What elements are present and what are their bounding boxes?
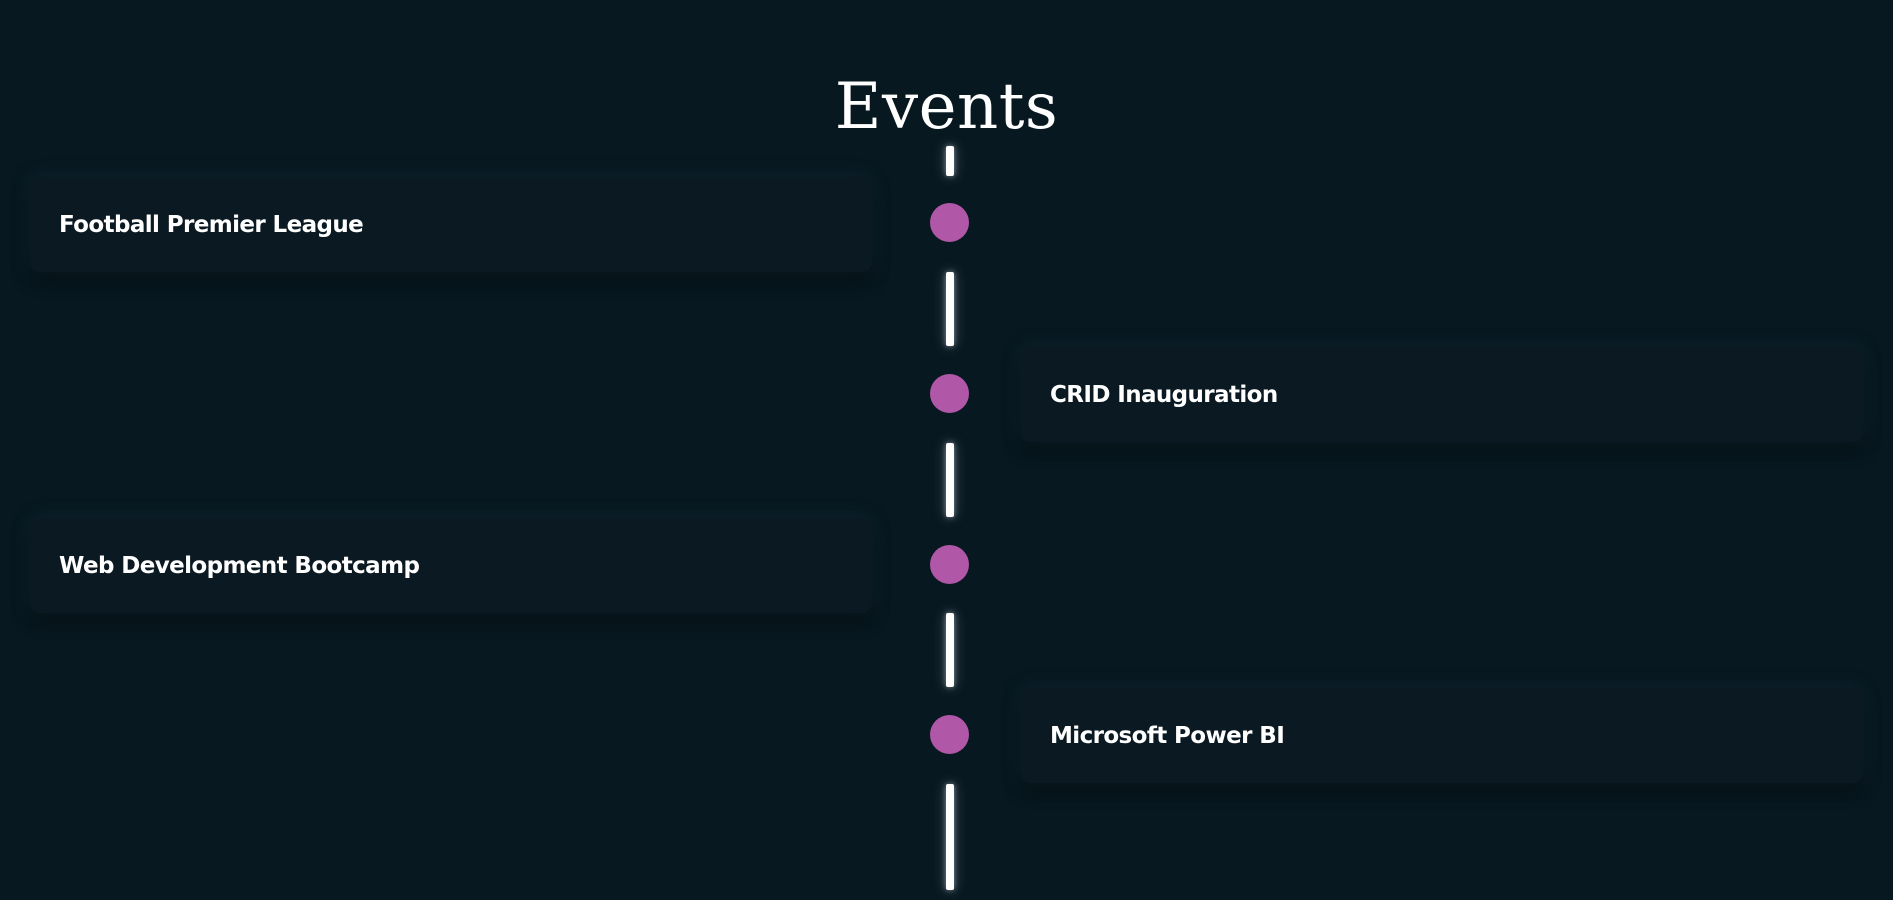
event-card-microsoft-power-bi[interactable]: Microsoft Power BI [1021, 688, 1863, 783]
timeline-line-segment [946, 146, 954, 176]
timeline-dot [930, 545, 969, 584]
timeline-dot [930, 374, 969, 413]
timeline-dot [930, 715, 969, 754]
timeline-line-segment [946, 443, 954, 517]
event-title: Football Premier League [59, 211, 364, 238]
event-card-crid-inauguration[interactable]: CRID Inauguration [1021, 347, 1863, 442]
timeline-line-segment [946, 613, 954, 687]
event-card-football-premier-league[interactable]: Football Premier League [30, 177, 872, 272]
event-title: CRID Inauguration [1050, 381, 1278, 408]
timeline-line-segment [946, 272, 954, 346]
event-title: Web Development Bootcamp [59, 552, 420, 579]
page-title: Events [834, 70, 1059, 144]
timeline-line-segment [946, 784, 954, 890]
event-card-web-development-bootcamp[interactable]: Web Development Bootcamp [30, 518, 872, 613]
event-title: Microsoft Power BI [1050, 722, 1285, 749]
timeline-dot [930, 203, 969, 242]
